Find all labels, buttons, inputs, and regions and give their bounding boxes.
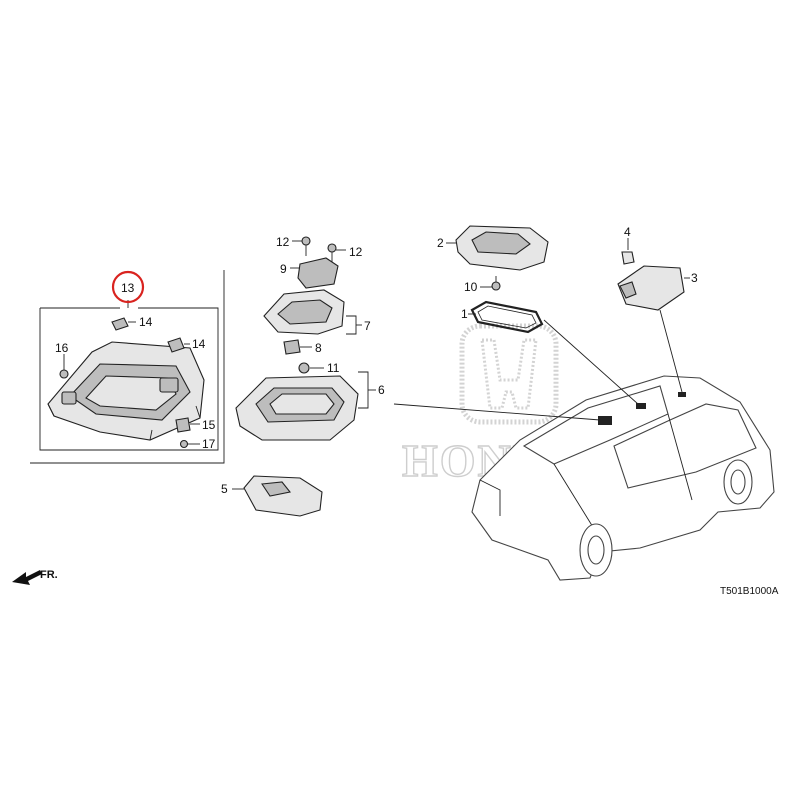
part-9-bracket — [290, 257, 339, 289]
front-direction-arrow: FR. — [12, 569, 58, 585]
callout-4[interactable]: 4 — [624, 225, 631, 239]
part-1-gasket — [468, 300, 544, 334]
callout-2[interactable]: 2 — [437, 236, 444, 250]
screw-12-left — [292, 236, 311, 256]
callout-14-upper[interactable]: 14 — [139, 315, 153, 329]
roof-location-front — [598, 416, 612, 425]
callout-1[interactable]: 1 — [461, 307, 468, 321]
screw-16 — [59, 354, 69, 379]
callout-12-right[interactable]: 12 — [349, 245, 363, 259]
roof-location-mid — [636, 403, 646, 409]
highlight-ring-13 — [111, 270, 145, 304]
screw-10 — [480, 276, 501, 291]
callout-11[interactable]: 11 — [327, 361, 340, 375]
front-arrow-label: FR. — [40, 569, 58, 581]
callout-7[interactable]: 7 — [364, 319, 371, 333]
callout-5[interactable]: 5 — [221, 482, 228, 496]
roof-location-rear — [678, 392, 686, 397]
vehicle-outline — [471, 375, 775, 581]
part-8-pad — [283, 339, 312, 355]
callout-6[interactable]: 6 — [378, 383, 385, 397]
part-3-cargo-light — [617, 265, 690, 311]
part-4-bulb — [621, 238, 635, 265]
part-15 — [175, 417, 200, 433]
right-parts-group: 2 10 1 4 3 — [437, 225, 698, 334]
part-6-lens-housing — [235, 371, 376, 441]
callout-15[interactable]: 15 — [202, 418, 216, 432]
diagram-code: T501B1000A — [720, 586, 779, 597]
callout-14-lower[interactable]: 14 — [192, 337, 206, 351]
screw-12-right — [327, 243, 346, 264]
callout-8[interactable]: 8 — [315, 341, 322, 355]
callout-10[interactable]: 10 — [464, 280, 478, 294]
clip-14-lower — [167, 337, 190, 353]
center-parts-group: 12 12 9 7 8 11 6 5 — [221, 235, 385, 517]
part-2-dome-light — [446, 225, 549, 271]
roof-console-housing — [47, 341, 205, 441]
clip-14-upper — [111, 317, 136, 331]
screw-17 — [179, 439, 200, 449]
roof-console-assembly-group: 13 14 14 16 15 17 — [30, 270, 225, 464]
callout-16[interactable]: 16 — [55, 341, 69, 355]
callout-9[interactable]: 9 — [280, 262, 287, 276]
callout-12-left[interactable]: 12 — [276, 235, 290, 249]
leader-lines — [393, 309, 683, 421]
callout-13[interactable]: 13 — [121, 281, 135, 295]
part-5-map-light — [232, 475, 323, 517]
part-7-frame — [263, 289, 362, 335]
part-11-clip — [298, 362, 324, 374]
callout-3[interactable]: 3 — [691, 271, 698, 285]
callout-17[interactable]: 17 — [202, 437, 216, 451]
